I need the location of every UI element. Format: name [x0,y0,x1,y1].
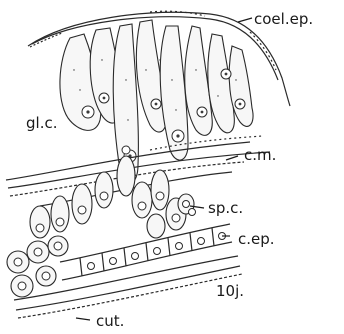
label-sperm-cells: sp.c. [208,199,243,217]
label-circular-muscle: c.m. [244,146,276,164]
label-coelomic-epithelium: coel.ep. [254,10,313,28]
label-cuticular-epithelium: c.ep. [238,230,275,248]
label-gland-cells: gl.c. [26,114,57,132]
label-cuticle: cut. [96,312,124,330]
sperm-cells [30,146,196,238]
gland-cells [60,20,253,183]
label-figure-number: 10j. [216,282,244,300]
